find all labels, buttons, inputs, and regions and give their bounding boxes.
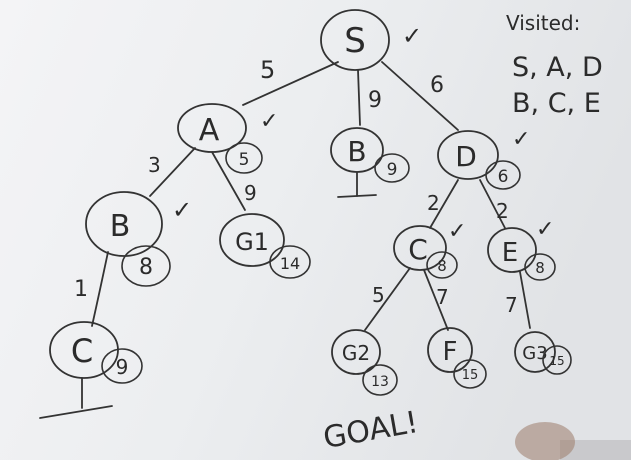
edge-d-c [429,179,459,229]
check-mark: ✓ [260,109,278,134]
node-g3: G3 15 [514,331,572,375]
node-cost: 13 [371,374,389,390]
edge-weight-a-g1: 9 [244,181,257,205]
node-e: E 8 ✓ [487,217,556,281]
check-mark: ✓ [172,196,192,224]
tree-edges [39,61,531,419]
board-bottom-edge [560,440,631,460]
node-label: C [408,233,428,266]
edge-s-d [381,61,459,131]
node-cost: 9 [116,355,129,379]
edge-c-g2 [364,267,411,331]
visited-list: Visited: S, A, D B, C, E [506,11,603,119]
edge-weight-a-b: 3 [148,153,161,177]
edge-c-f [423,269,449,331]
check-mark: ✓ [512,127,530,152]
edge-weight-e-g3: 7 [505,293,518,317]
node-cost: 15 [462,368,479,383]
edge-a-b [149,147,196,197]
node-label: G3 [522,343,547,364]
node-cost: 9 [387,160,398,180]
node-label: C [71,332,93,370]
node-cost: 8 [535,259,545,277]
node-label: D [455,140,477,173]
node-label: B [347,135,366,168]
node-b-dead-end: B 9 [330,127,410,183]
node-s: S ✓ [320,9,422,71]
node-label: S [344,21,366,61]
edge-weight-s-b: 9 [368,88,382,113]
node-cost: 8 [437,257,447,275]
node-c-dead-end: C 9 [49,321,143,384]
node-a: A 5 ✓ [177,103,278,174]
edge-e-g3 [519,271,531,329]
visited-line-1: S, A, D [512,52,603,83]
check-mark: ✓ [448,219,466,244]
node-cost: 15 [549,354,564,368]
edge-weight-c-f: 7 [436,285,449,309]
edge-weight-b-c: 1 [74,277,88,302]
node-cost: 6 [498,167,509,187]
edge-s-a [242,61,339,106]
node-b: B 8 ✓ [85,191,192,287]
node-label: B [110,209,131,244]
visited-line-2: B, C, E [512,88,601,119]
check-mark: ✓ [402,22,422,50]
edge-weight-s-a: 5 [260,56,275,84]
node-c: C 8 ✓ [393,219,466,279]
node-f: F 15 [427,327,487,389]
node-label: F [443,337,458,367]
edge-b-c [91,251,109,327]
edge-weight-d-e: 2 [496,199,509,223]
node-label: G1 [235,228,269,256]
node-d: D 6 ✓ [437,127,530,190]
node-g1: G1 14 [219,213,311,279]
edge-weight-s-d: 6 [430,73,444,98]
node-cost: 5 [239,150,250,170]
edge-s-b [357,69,361,126]
hand-shadow [515,422,575,460]
node-cost: 14 [280,254,300,273]
visited-title: Visited: [506,11,580,35]
edge-weights: 5 9 6 3 9 1 2 2 5 7 7 [74,56,518,317]
edge-weight-d-c: 2 [427,191,440,215]
dead-end-c-bar [39,405,113,419]
check-mark: ✓ [536,217,554,242]
edge-d-e [479,179,506,229]
node-cost: 8 [139,255,153,280]
node-label: A [199,113,220,148]
dead-end-b-bar [337,194,377,198]
edge-a-g1 [211,151,246,211]
node-g2: G2 13 [331,329,398,396]
node-label: G2 [342,341,370,365]
node-label: E [502,238,518,268]
edge-weight-c-g2: 5 [372,283,385,307]
